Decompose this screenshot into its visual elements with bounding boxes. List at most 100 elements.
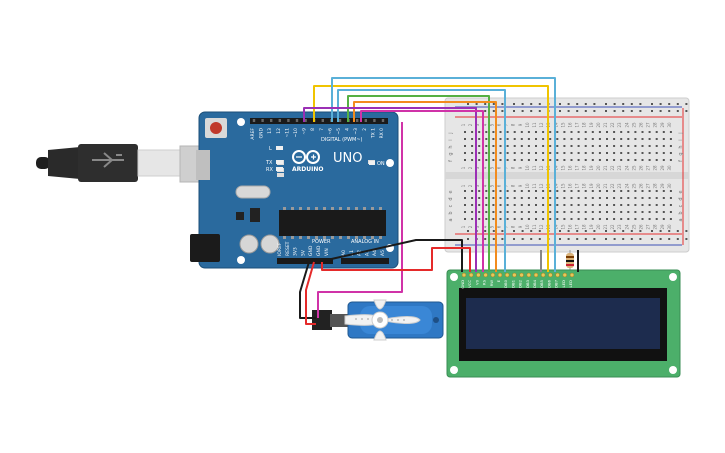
breadboard: 1111222233334444555566667777888899991010… [444, 97, 690, 253]
lcd-pin [468, 272, 474, 278]
header-pin [278, 119, 281, 122]
column-number: 10 [525, 165, 530, 171]
column-number: 25 [631, 224, 636, 230]
wire-orange [353, 101, 497, 272]
lcd-pin-label: DB0 [503, 279, 508, 288]
column-number: 30 [667, 165, 672, 171]
column-number: 29 [660, 122, 665, 128]
column-number: 2 [468, 123, 473, 126]
pin-label: A0 [341, 250, 347, 256]
servo-motor [312, 299, 444, 341]
wire-blue-short [337, 89, 506, 272]
pin-label: ~6 [327, 128, 333, 135]
row-letter: d [448, 197, 454, 200]
pin-label: 12 [276, 128, 282, 134]
column-number: 12 [539, 165, 544, 171]
column-number: 2 [468, 225, 473, 228]
lcd-pin [490, 272, 496, 278]
pin-label: RX 0 [379, 128, 385, 139]
column-number: 9 [518, 225, 523, 228]
column-number: 15 [560, 183, 565, 189]
column-number: 30 [667, 122, 672, 128]
column-number: 7 [504, 166, 509, 169]
column-number: 9 [518, 123, 523, 126]
column-number: 4 [482, 166, 487, 169]
column-number: 4 [482, 123, 487, 126]
column-number: 4 [482, 225, 487, 228]
row-letter: g [678, 152, 684, 155]
row-letter: i [678, 139, 684, 140]
column-number: 27 [646, 183, 651, 189]
column-number: 20 [596, 165, 601, 171]
pin-label: A5 [380, 250, 386, 256]
digital-label: DIGITAL (PWM~) [321, 137, 363, 143]
lcd-pin [526, 272, 532, 278]
column-number: 22 [610, 122, 615, 128]
column-number: 7 [504, 225, 509, 228]
column-number: 23 [617, 165, 622, 171]
column-number: 5 [489, 166, 494, 169]
lcd-pin [504, 272, 510, 278]
column-number: 7 [504, 184, 509, 187]
column-number: 28 [653, 183, 658, 189]
arduino-logo [292, 150, 320, 164]
lcd-pin-label: LED [561, 280, 566, 288]
lcd-pin [569, 272, 575, 278]
analog-label: ANALOG IN [351, 239, 379, 245]
column-number: 2 [468, 184, 473, 187]
row-letter: j [448, 132, 454, 134]
lcd-pin-label: DB2 [518, 279, 523, 288]
pin-label: RESET [285, 241, 291, 256]
column-number: 22 [610, 224, 615, 230]
pin-label: ~3 [353, 128, 359, 135]
row-letter: b [678, 211, 684, 214]
column-number: 16 [568, 165, 573, 171]
column-number: 29 [660, 183, 665, 189]
column-number: 12 [539, 224, 544, 230]
column-number: 8 [511, 225, 516, 228]
column-number: 28 [653, 165, 658, 171]
column-number: 17 [575, 183, 580, 189]
header-pin [287, 119, 290, 122]
column-number: 18 [582, 165, 587, 171]
pin-label: GND [316, 245, 322, 256]
wire-yellow-long [313, 85, 549, 272]
column-number: 18 [582, 183, 587, 189]
lcd-pin-label: V0 [474, 279, 479, 285]
pin-label: GND [259, 127, 265, 138]
usb-cable [36, 144, 201, 183]
column-number: 8 [511, 184, 516, 187]
column-number: 6 [497, 123, 502, 126]
rx-led-label: RX [266, 167, 273, 173]
header-pin [252, 119, 256, 122]
arduino-brand: ARDUINO [292, 166, 323, 173]
pin-label: A3 [364, 250, 370, 256]
lcd-pin-label: LED [568, 280, 573, 288]
column-number: 19 [589, 165, 594, 171]
column-number: 23 [617, 122, 622, 128]
column-number: 10 [525, 224, 530, 230]
column-number: 11 [532, 165, 537, 171]
pin-label: ~10 [293, 128, 299, 138]
column-number: 17 [575, 122, 580, 128]
column-number: 1 [461, 184, 466, 187]
column-number: 30 [667, 183, 672, 189]
column-number: 17 [575, 165, 580, 171]
breadboard-holes [464, 103, 688, 240]
lcd-pin [461, 272, 467, 278]
lcd-pin-label: DB4 [532, 279, 537, 288]
lcd-pin [497, 272, 503, 278]
pin-label: 13 [267, 128, 273, 134]
lcd-pin [533, 272, 539, 278]
column-number: 26 [639, 224, 644, 230]
digital-header [250, 118, 388, 124]
pin-label: A1 [349, 250, 355, 256]
column-number: 25 [631, 122, 636, 128]
column-number: 10 [525, 183, 530, 189]
column-number: 22 [610, 183, 615, 189]
column-number: 15 [560, 224, 565, 230]
